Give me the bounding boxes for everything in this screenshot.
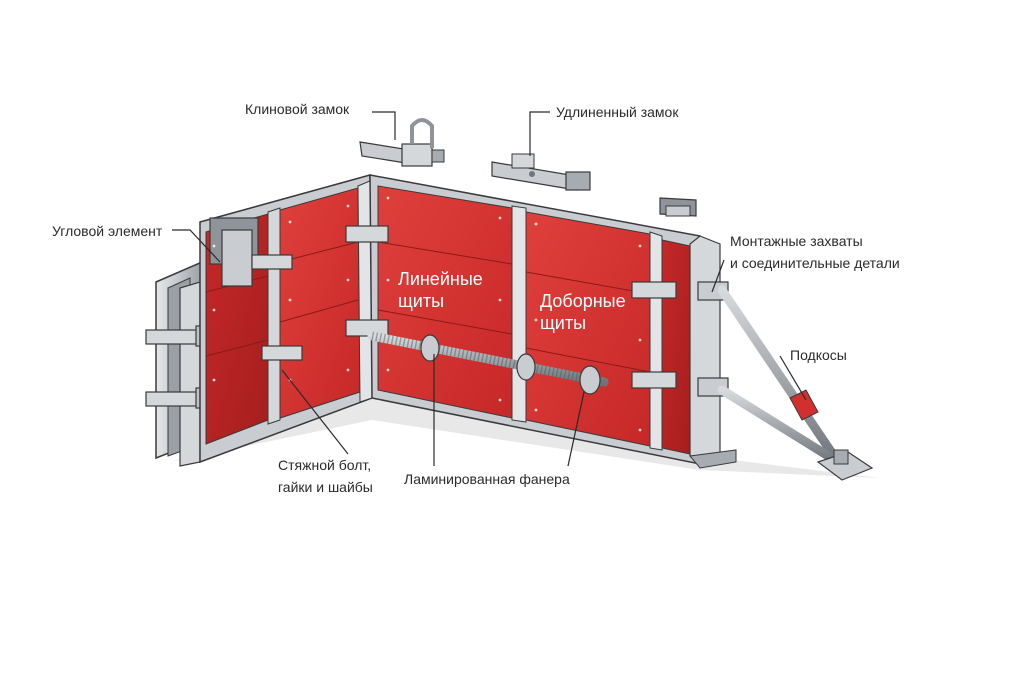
panel-text-linear: Линейные щиты [398, 268, 483, 312]
wedge-lock-icon [359, 118, 445, 167]
left-wall [199, 174, 373, 464]
label-tie-bolt-line2: гайки и шайбы [278, 479, 373, 495]
clamp-icon [251, 254, 293, 270]
clamp-icon [345, 319, 389, 337]
label-wedge-lock: Клиновой замок [245, 101, 350, 117]
label-plywood: Ламинированная фанера [404, 471, 570, 487]
clamp-icon [631, 371, 677, 389]
panel-text-filler: Доборные щиты [540, 290, 626, 334]
clamp-icon [345, 225, 389, 243]
nut-icon [516, 353, 536, 381]
panel-text-filler-line2: щиты [540, 313, 587, 333]
label-mounting-parts: Монтажные захваты и соединительные детал… [730, 232, 900, 272]
panel-text-linear-line1: Линейные [398, 269, 483, 289]
nut-icon [420, 334, 440, 362]
base-plate-icon [816, 449, 874, 481]
label-corner-element: Угловой элемент [52, 223, 163, 239]
connector-part [659, 197, 697, 217]
panel-text-linear-line2: щиты [398, 291, 445, 311]
panel-text-filler-line1: Доборные [540, 291, 626, 311]
label-extended-lock: Удлиненный замок [556, 104, 679, 120]
clamp-icon [145, 329, 203, 345]
extended-lock-icon [491, 153, 591, 191]
label-braces: Подкосы [790, 347, 847, 363]
clamp-icon [145, 391, 203, 407]
leader-lines [172, 111, 807, 467]
nut-icon [579, 365, 601, 395]
label-tie-bolt: Стяжной болт, гайки и шайбы [278, 456, 373, 496]
label-tie-bolt-line1: Стяжной болт, [278, 457, 372, 473]
brace-icon [717, 285, 843, 467]
label-mounting-line1: Монтажные захваты [730, 233, 863, 249]
clamp-icon [631, 281, 677, 299]
clamp-icon [261, 345, 303, 361]
label-mounting-line2: и соединительные детали [730, 255, 900, 271]
tie-rod-icon [367, 331, 609, 395]
